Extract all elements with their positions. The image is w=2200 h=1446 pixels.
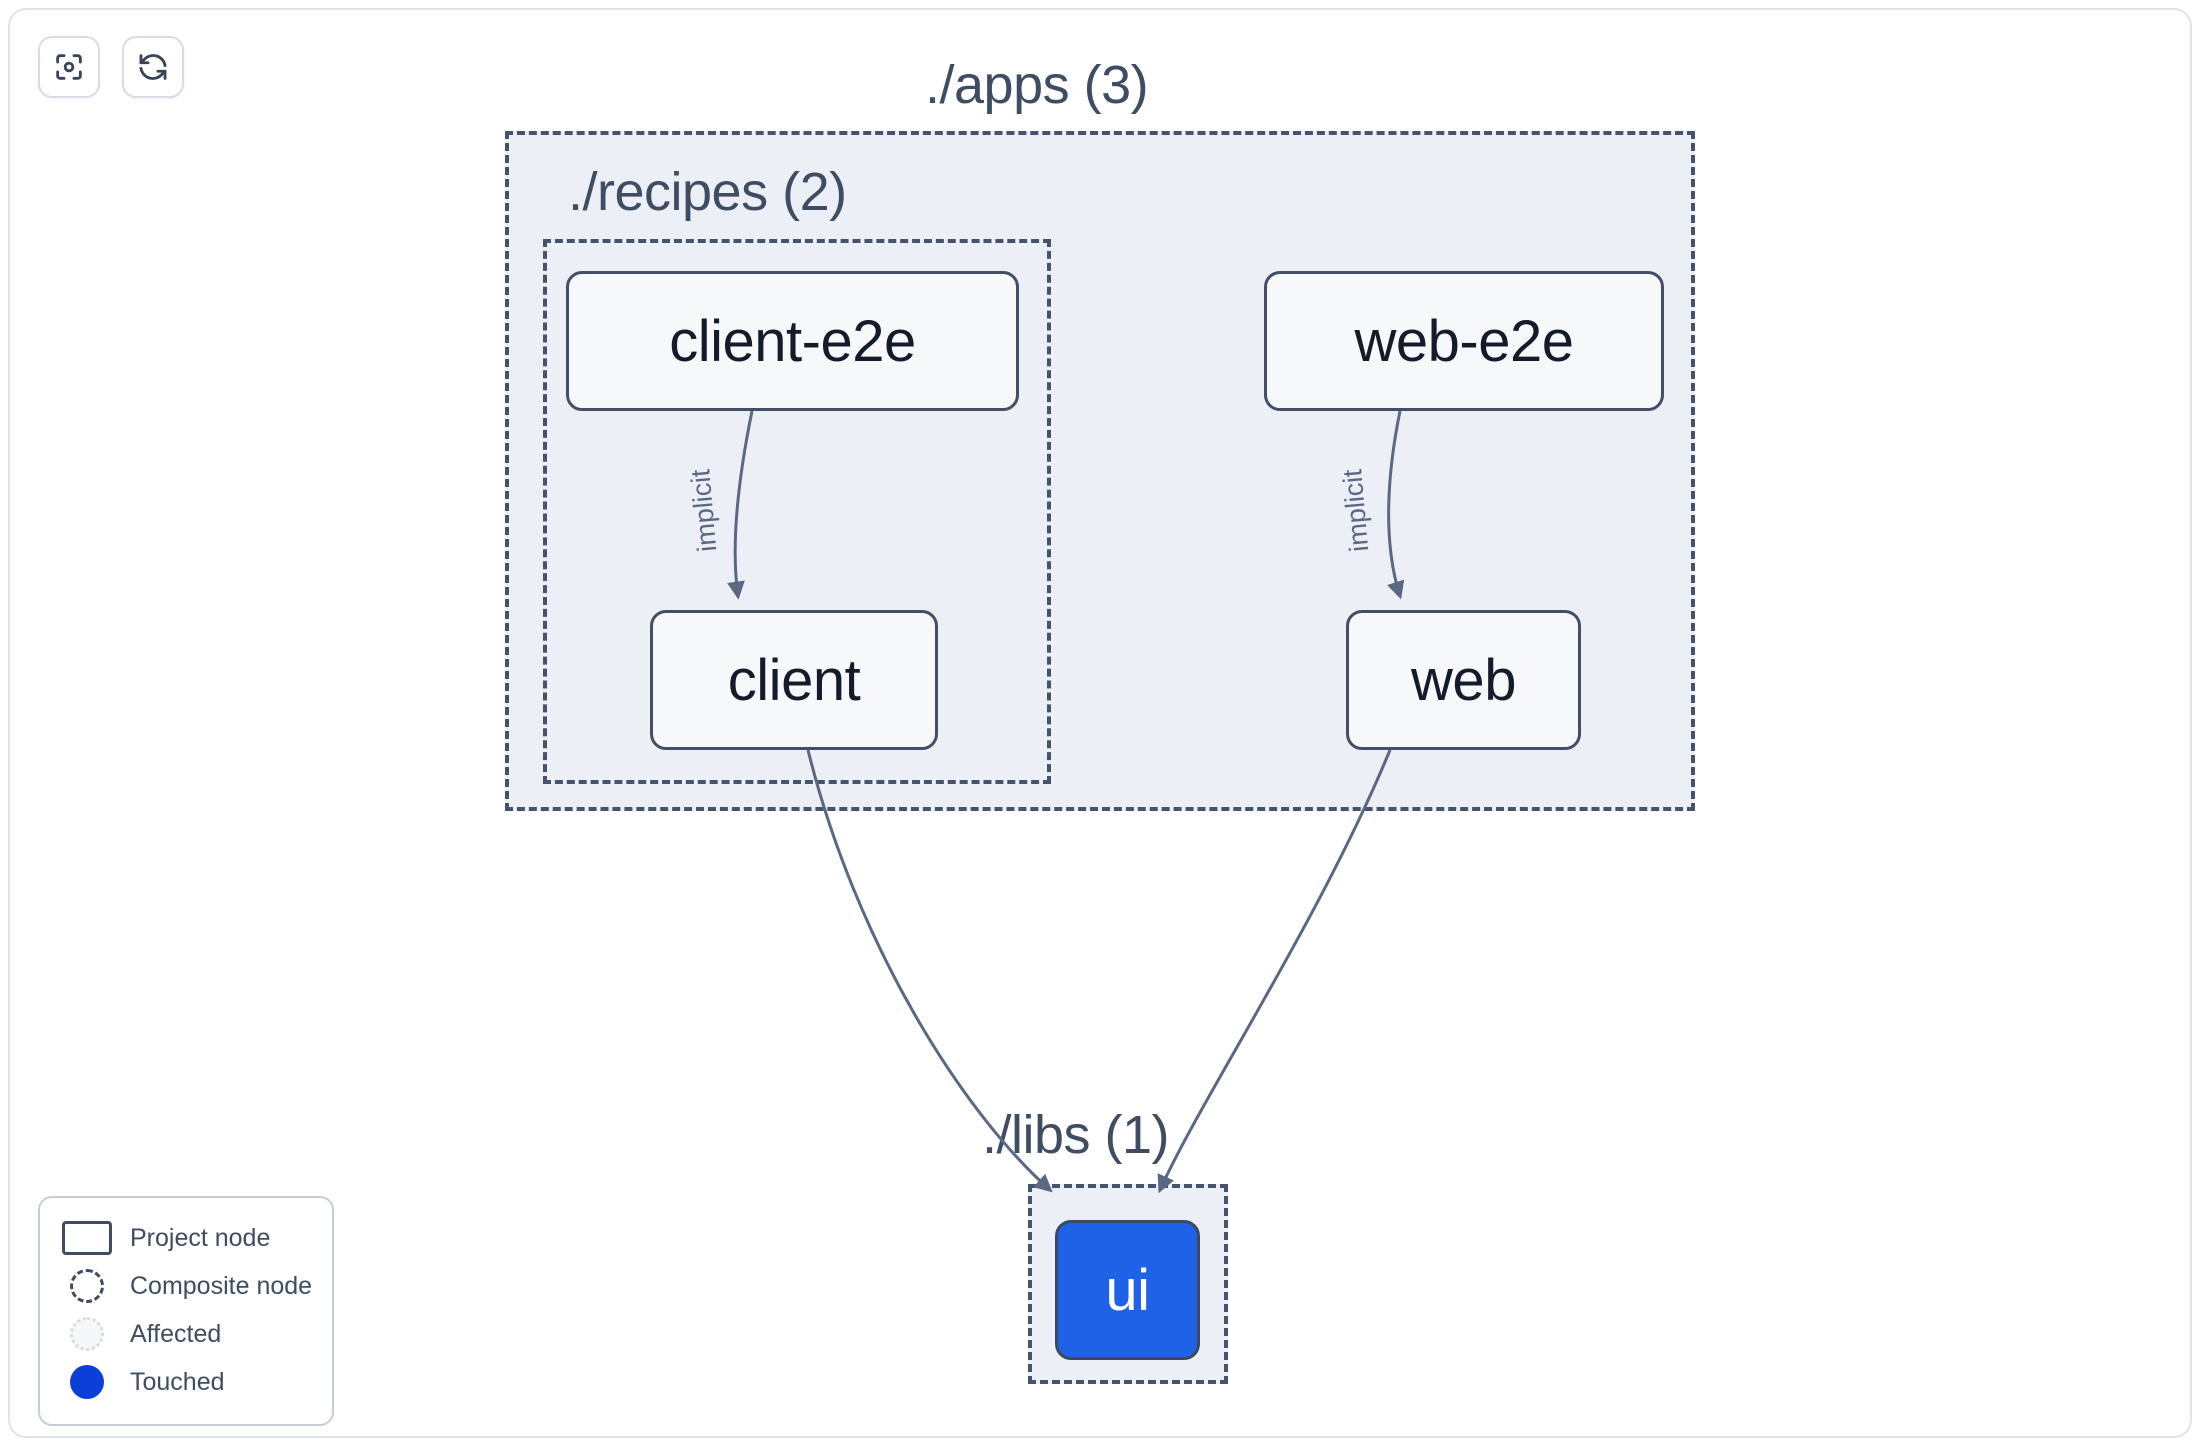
node-client-e2e[interactable]: client-e2e xyxy=(566,271,1019,411)
graph-legend: Project node Composite node Affected Tou… xyxy=(38,1196,334,1426)
graph-toolbar xyxy=(38,36,184,98)
group-libs-label: ./libs (1) xyxy=(982,1105,1170,1165)
node-web[interactable]: web xyxy=(1346,610,1581,750)
group-recipes-label: ./recipes (2) xyxy=(568,162,847,222)
focus-graph-button[interactable] xyxy=(38,36,100,98)
refresh-icon xyxy=(136,50,170,84)
affected-swatch-icon xyxy=(62,1317,112,1351)
legend-label-composite-node: Composite node xyxy=(130,1271,313,1300)
legend-item-touched: Touched xyxy=(62,1358,314,1406)
legend-label-project-node: Project node xyxy=(130,1223,271,1252)
node-client-label: client xyxy=(727,647,861,713)
legend-item-composite-node: Composite node xyxy=(62,1262,314,1310)
composite-node-swatch-icon xyxy=(62,1269,112,1303)
edge-web-to-ui xyxy=(1157,749,1392,1194)
legend-item-affected: Affected xyxy=(62,1310,314,1358)
project-node-swatch-icon xyxy=(62,1221,112,1255)
legend-item-project-node: Project node xyxy=(62,1214,314,1262)
group-apps-label: ./apps (3) xyxy=(925,55,1149,115)
node-client-e2e-label: client-e2e xyxy=(669,308,916,374)
node-web-e2e-label: web-e2e xyxy=(1354,308,1574,374)
touched-swatch-icon xyxy=(62,1365,112,1399)
node-ui-label: ui xyxy=(1105,1257,1150,1323)
node-web-label: web xyxy=(1411,647,1516,713)
node-ui[interactable]: ui xyxy=(1055,1220,1200,1360)
refresh-graph-button[interactable] xyxy=(122,36,184,98)
node-web-e2e[interactable]: web-e2e xyxy=(1264,271,1664,411)
node-client[interactable]: client xyxy=(650,610,938,750)
legend-label-affected: Affected xyxy=(130,1319,222,1348)
focus-target-icon xyxy=(52,50,86,84)
legend-label-touched: Touched xyxy=(130,1367,225,1396)
